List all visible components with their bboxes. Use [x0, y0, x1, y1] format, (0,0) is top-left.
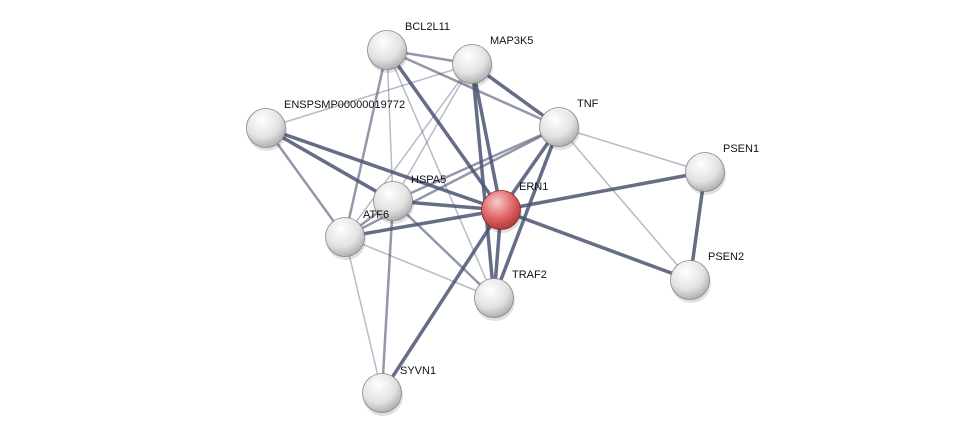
- edge-map3k5-traf2[interactable]: [470, 63, 496, 299]
- edge-tnf-psen1[interactable]: [558, 126, 706, 173]
- node-label: PSEN1: [723, 143, 759, 155]
- node-label: TRAF2: [512, 269, 547, 281]
- node-psen2[interactable]: PSEN2: [670, 251, 745, 303]
- node-label: ERN1: [519, 181, 548, 193]
- edge-bcl2l11-traf2[interactable]: [386, 49, 495, 299]
- node-label: SYVN1: [400, 365, 436, 377]
- node-label: MAP3K5: [490, 35, 533, 47]
- node-label: BCL2L11: [405, 21, 450, 33]
- edge-ern1-psen1[interactable]: [500, 170, 706, 212]
- node-ensp[interactable]: ENSPSMP00000019772: [246, 99, 406, 151]
- edge-hspa5-traf2[interactable]: [392, 200, 495, 299]
- edge-hspa5-syvn1[interactable]: [380, 200, 395, 394]
- edge-ensp-hspa5[interactable]: [265, 126, 394, 203]
- edge-atf6-traf2[interactable]: [344, 236, 495, 299]
- node-map3k5[interactable]: MAP3K5: [452, 35, 534, 87]
- edge-tnf-atf6[interactable]: [344, 125, 560, 239]
- edge-tnf-hspa5[interactable]: [392, 125, 560, 203]
- node-atf6[interactable]: ATF6: [325, 209, 390, 260]
- edge-atf6-syvn1[interactable]: [344, 236, 383, 394]
- node-sphere[interactable]: [685, 152, 725, 192]
- edge-ern1-atf6[interactable]: [344, 208, 502, 239]
- node-traf2[interactable]: TRAF2: [474, 269, 547, 321]
- node-label: TNF: [577, 98, 599, 110]
- edge-map3k5-ern1[interactable]: [470, 63, 503, 211]
- node-sphere[interactable]: [670, 260, 710, 300]
- node-sphere[interactable]: [373, 181, 413, 221]
- node-ern1[interactable]: ERN1: [481, 181, 549, 233]
- node-sphere[interactable]: [452, 44, 492, 84]
- node-label: HSPA5: [411, 174, 446, 186]
- node-sphere[interactable]: [539, 107, 579, 147]
- edge-ern1-psen2[interactable]: [500, 208, 691, 282]
- edge-bcl2l11-hspa5[interactable]: [386, 49, 394, 202]
- node-sphere[interactable]: [246, 108, 286, 148]
- edge-tnf-traf2[interactable]: [492, 126, 561, 299]
- edge-tnf-psen2[interactable]: [558, 126, 691, 281]
- edge-ern1-syvn1[interactable]: [380, 209, 503, 394]
- node-tnf[interactable]: TNF: [539, 98, 599, 150]
- node-label: PSEN2: [708, 251, 744, 263]
- edge-map3k5-atf6[interactable]: [344, 63, 473, 238]
- node-bcl2l11[interactable]: BCL2L11: [367, 21, 451, 73]
- node-label: ATF6: [363, 209, 389, 221]
- edge-map3k5-ensp[interactable]: [265, 63, 473, 129]
- node-psen1[interactable]: PSEN1: [685, 143, 760, 195]
- node-label: ENSPSMP00000019772: [284, 99, 405, 111]
- node-sphere[interactable]: [474, 278, 514, 318]
- node-sphere[interactable]: [367, 30, 407, 70]
- edge-bcl2l11-atf6[interactable]: [343, 49, 389, 238]
- edge-ensp-ern1[interactable]: [265, 126, 502, 212]
- node-hspa5[interactable]: HSPA5: [373, 174, 447, 224]
- node-sphere[interactable]: [362, 373, 402, 413]
- node-sphere[interactable]: [325, 217, 365, 257]
- node-syvn1[interactable]: SYVN1: [362, 365, 437, 416]
- node-sphere[interactable]: [481, 190, 521, 230]
- edge-ensp-atf6[interactable]: [264, 127, 347, 238]
